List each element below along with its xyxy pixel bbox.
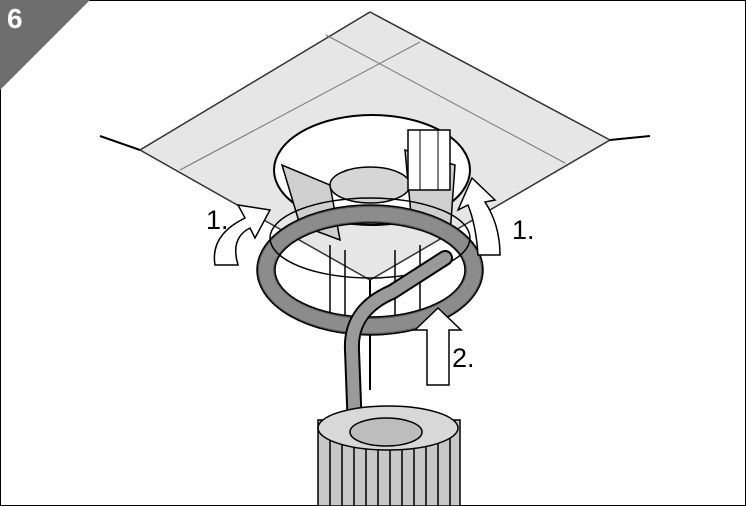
step-badge bbox=[0, 0, 90, 90]
mounting-frame bbox=[280, 129, 456, 325]
step-number: 6 bbox=[7, 3, 23, 34]
led-module bbox=[317, 405, 461, 506]
led-lens bbox=[349, 417, 423, 447]
power-cable bbox=[343, 250, 453, 438]
label-step-1-right: 1. bbox=[512, 215, 535, 245]
arrow-step-2-up bbox=[413, 306, 463, 386]
arrow-step-1-left bbox=[213, 204, 272, 266]
arrow-step-1-right bbox=[456, 176, 501, 256]
label-step-2: 2. bbox=[452, 343, 475, 373]
label-step-1-left: 1. bbox=[206, 205, 229, 235]
